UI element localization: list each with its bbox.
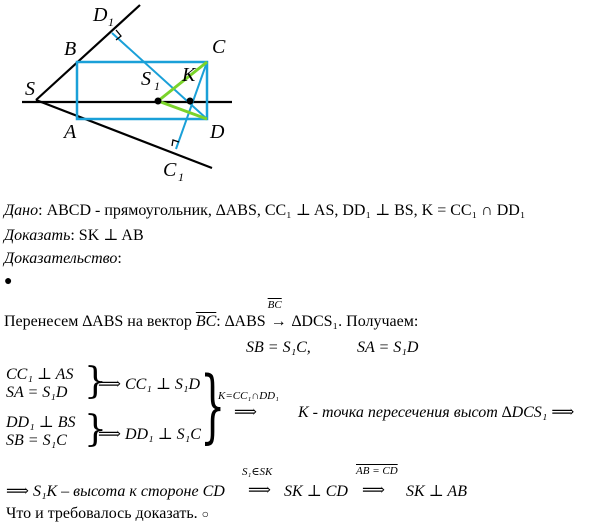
- last-step-mid: SK ⊥ CD: [284, 483, 348, 500]
- system1-line2: SA = S₁D: [6, 384, 68, 401]
- system2-brace: }: [84, 409, 107, 450]
- bullet: ●: [4, 274, 13, 289]
- step1-arrow-label: BC: [267, 299, 282, 311]
- given-label: Дано: [4, 202, 39, 219]
- proof-line: Доказательство:: [4, 250, 122, 268]
- qed-line: Что и требовалось доказать. ○: [6, 505, 209, 523]
- prove-label: Доказать: [4, 227, 71, 244]
- ray-sb: [35, 4, 141, 101]
- right-angle-d1: [115, 29, 122, 41]
- proof-text: :: [117, 250, 122, 267]
- rectangle-abcd: [75, 60, 209, 121]
- last-step-start: ⟹ S₁K – высота к стороне CD: [6, 483, 225, 500]
- vector-equality-left: SB = S₁C,: [246, 339, 311, 356]
- prove-line: Доказать: SK ⊥ AB: [4, 225, 144, 245]
- k-statement: K - точка пересечения высот ∆DCS₁ ⟹: [298, 404, 575, 421]
- system2-conclusion: ⟹ DD₁ ⊥ S₁C: [98, 426, 201, 443]
- given-text: : ABCD - прямоугольник, ∆ABS, CC₁ ⊥ AS, …: [38, 202, 526, 219]
- ray-sa: [35, 98, 213, 170]
- system1-line1: CC₁ ⊥ AS: [6, 366, 74, 383]
- step1-vector: BC: [195, 313, 217, 330]
- k-arrow: ⟹: [234, 404, 257, 421]
- system2-line1: DD₁ ⊥ BS: [6, 414, 76, 431]
- last-step-end: SK ⊥ AB: [406, 483, 467, 500]
- label-d1-sub: 1: [108, 15, 114, 29]
- right-angle-c1: [171, 139, 180, 147]
- label-s: S: [25, 78, 35, 100]
- label-c1: C: [163, 159, 177, 181]
- proof-label: Доказательство: [4, 250, 118, 267]
- qed-text: Что и требовалось доказать.: [6, 505, 198, 522]
- label-a: A: [62, 121, 77, 143]
- last-step-arrow2: ⟹: [362, 482, 385, 499]
- combined-brace: }: [200, 359, 226, 452]
- step1-triangle: : ∆ABS: [216, 313, 270, 330]
- geometry-figure: S B A C D K S 1 D 1 C 1: [22, 4, 232, 184]
- step1-text: Перенесем ∆ABS на вектор: [4, 313, 196, 330]
- step1-result: ∆DCS₁. Получаем:: [287, 313, 419, 330]
- label-d: D: [209, 121, 225, 143]
- prove-text: : SK ⊥ AB: [70, 227, 144, 244]
- last-step-arrow1: ⟹: [248, 482, 271, 499]
- label-d1: D: [92, 4, 108, 26]
- last-step-cond2: AB = CD: [356, 465, 398, 477]
- k-condition: K=CC₁∩DD₁: [218, 390, 279, 402]
- qed-mark: ○: [201, 507, 209, 521]
- vector-equality-right: SA = S₁D: [357, 339, 419, 356]
- given-line: Дано: ABCD - прямоугольник, ∆ABS, CC₁ ⊥ …: [4, 200, 525, 220]
- system1-brace: }: [84, 361, 107, 402]
- label-s1-sub: 1: [154, 79, 160, 93]
- point-s1: [154, 97, 162, 105]
- last-step-cond1: S₁∈SK: [242, 466, 273, 478]
- step1-line: Перенесем ∆ABS на вектор BC: ∆ABS BC→ ∆D…: [4, 299, 419, 331]
- label-b: B: [64, 38, 76, 60]
- label-s1: S: [141, 68, 151, 90]
- step1-arrow: →: [270, 313, 287, 330]
- segment-s1d: [157, 99, 208, 121]
- segment-s1c: [157, 60, 208, 103]
- perp-cc1: [175, 61, 208, 150]
- label-k: K: [181, 64, 197, 86]
- system2-line2: SB = S₁C: [6, 432, 67, 449]
- point-k: [186, 97, 194, 105]
- step1-arrow-group: BC →: [268, 299, 288, 331]
- label-c: C: [212, 36, 226, 58]
- label-c1-sub: 1: [178, 170, 184, 184]
- system1-conclusion: ⟹ CC₁ ⊥ S₁D: [98, 376, 201, 393]
